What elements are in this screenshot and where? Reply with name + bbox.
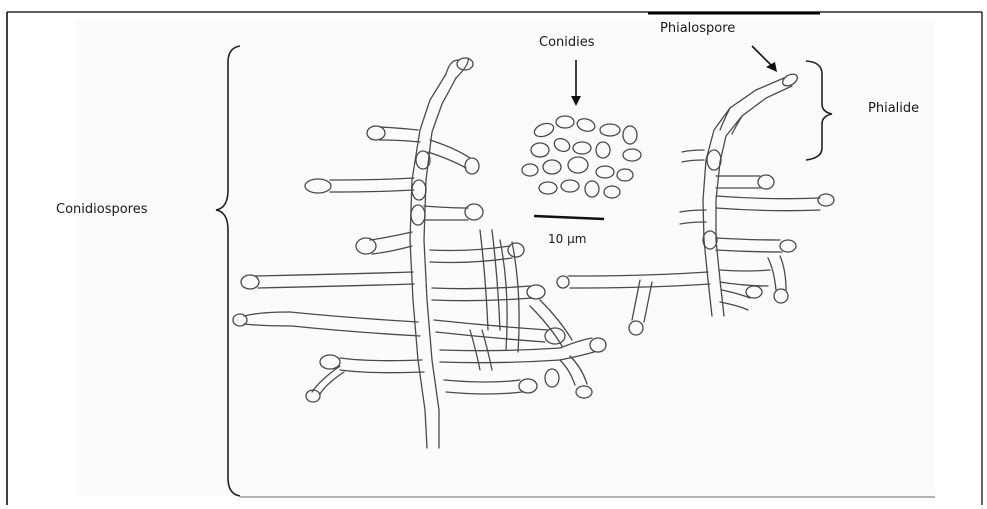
label-phialospore: Phialospore [660,21,735,36]
label-phialide: Phialide [868,101,919,116]
label-conidiospores: Conidiospores [56,202,148,217]
label-scale-bar: 10 µm [548,232,586,246]
label-conidies: Conidies [539,35,595,50]
paper-background [75,20,935,495]
